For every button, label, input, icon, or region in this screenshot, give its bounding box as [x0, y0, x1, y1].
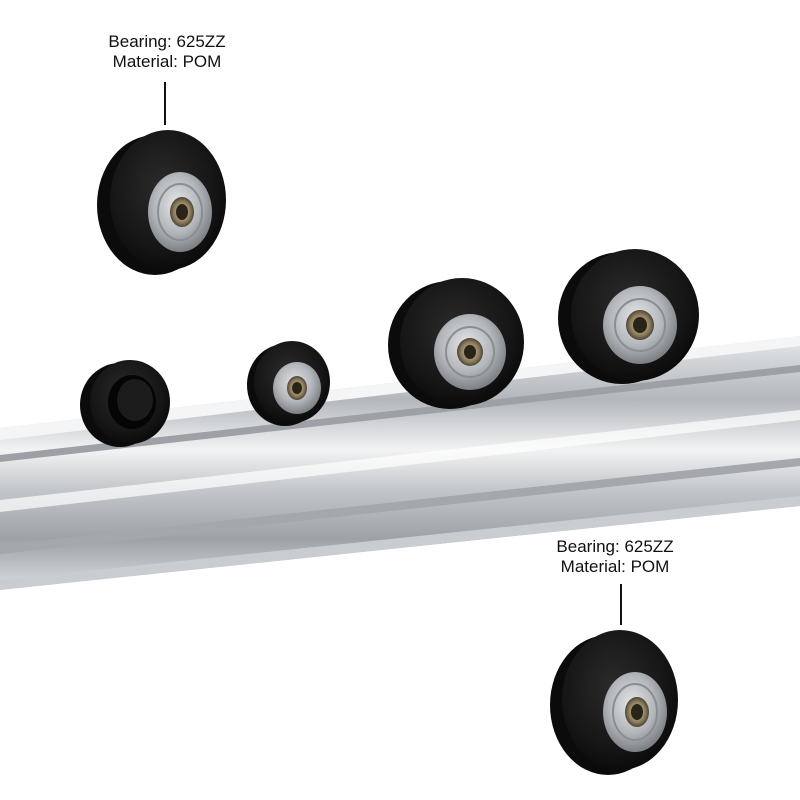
material-spec-label: Material: POM	[112, 52, 222, 71]
bearing-spec-label: Bearing: 625ZZ	[108, 32, 226, 51]
solid-v-wheel	[388, 278, 524, 409]
spec-callout-top: Bearing: 625ZZ Material: POM	[82, 32, 252, 72]
callout-wheel-top	[97, 82, 226, 275]
flat-spacer-wheel	[80, 360, 170, 447]
material-spec-label: Material: POM	[560, 557, 670, 576]
aluminium-rail	[0, 336, 800, 590]
delrin-flat-wheel	[558, 249, 699, 384]
callout-wheel-bottom	[550, 584, 678, 775]
bearing-spec-label: Bearing: 625ZZ	[556, 537, 674, 556]
spec-callout-bottom: Bearing: 625ZZ Material: POM	[530, 537, 700, 577]
mini-wheel	[247, 341, 330, 426]
